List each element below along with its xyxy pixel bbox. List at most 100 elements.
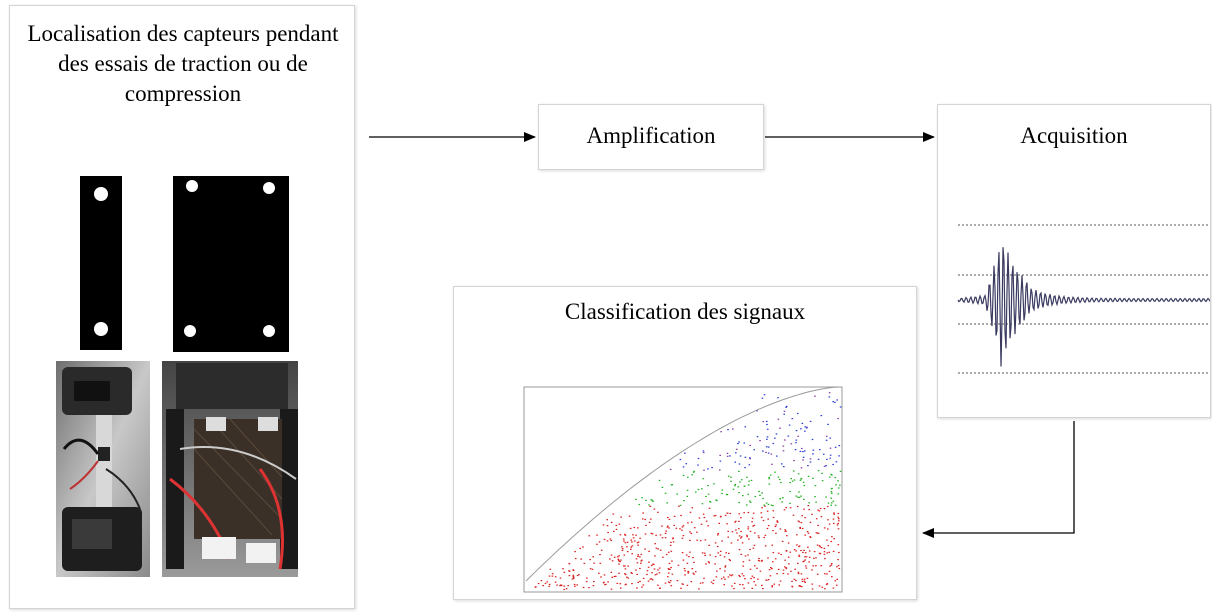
scatter-point bbox=[823, 553, 826, 555]
scatter-point bbox=[782, 572, 785, 574]
scatter-point bbox=[684, 570, 686, 572]
scatter-point bbox=[762, 421, 765, 423]
scatter-point bbox=[572, 576, 575, 578]
scatter-point bbox=[795, 550, 797, 552]
scatter-point bbox=[794, 449, 797, 451]
scatter-point bbox=[731, 574, 734, 576]
scatter-point bbox=[746, 476, 748, 478]
scatter-point bbox=[830, 497, 832, 499]
scatter-point bbox=[738, 492, 740, 494]
scatter-point bbox=[756, 410, 758, 412]
scatter-point bbox=[764, 505, 766, 507]
scatter-point bbox=[729, 559, 731, 562]
scatter-point bbox=[624, 542, 627, 544]
scatter-point bbox=[754, 532, 756, 534]
scatter-point bbox=[797, 573, 800, 575]
scatter-point bbox=[770, 504, 773, 506]
scatter-point bbox=[808, 550, 811, 552]
scatter-point bbox=[668, 581, 670, 583]
scatter-point bbox=[621, 548, 624, 550]
scatter-point bbox=[757, 559, 760, 562]
scatter-point bbox=[738, 513, 741, 515]
scatter-point bbox=[764, 534, 767, 536]
scatter-point bbox=[824, 573, 826, 575]
scatter-point bbox=[559, 577, 562, 579]
scatter-point bbox=[655, 547, 658, 549]
scatter-point bbox=[737, 486, 740, 488]
scatter-point bbox=[714, 563, 716, 565]
scatter-point bbox=[705, 495, 707, 498]
scatter-point bbox=[727, 530, 729, 532]
scatter-point bbox=[707, 525, 709, 527]
scatter-point bbox=[582, 546, 584, 548]
scatter-point bbox=[712, 582, 714, 585]
scatter-point bbox=[578, 574, 580, 576]
scatter-point bbox=[834, 477, 837, 479]
scatter-point bbox=[640, 553, 643, 555]
scatter-point bbox=[819, 546, 821, 548]
scatter-point bbox=[635, 569, 637, 571]
scatter-point bbox=[838, 518, 840, 520]
scatter-point bbox=[657, 584, 659, 586]
scatter-point bbox=[635, 498, 637, 500]
scatter-point bbox=[747, 528, 749, 530]
scatter-point bbox=[747, 511, 750, 514]
scatter-point bbox=[816, 544, 819, 546]
scatter-point bbox=[830, 540, 833, 543]
scatter-point bbox=[758, 537, 760, 539]
scatter-point bbox=[630, 548, 632, 550]
scatter-point bbox=[624, 573, 626, 575]
scatter-point bbox=[834, 401, 836, 403]
scatter-point bbox=[794, 568, 796, 570]
scatter-point bbox=[708, 562, 710, 564]
scatter-point bbox=[815, 565, 817, 567]
scatter-point bbox=[749, 457, 751, 459]
scatter-point bbox=[826, 583, 829, 585]
scatter-point bbox=[804, 430, 806, 432]
scatter-point bbox=[825, 435, 828, 437]
scatter-point bbox=[789, 507, 792, 509]
scatter-point bbox=[673, 515, 676, 517]
scatter-point bbox=[765, 446, 768, 448]
scatter-point bbox=[750, 577, 752, 580]
scatter-point bbox=[644, 533, 647, 535]
scatter-point bbox=[790, 570, 792, 572]
classification-box: Classification des signaux bbox=[453, 286, 917, 600]
scatter-point bbox=[717, 533, 719, 535]
scatter-point bbox=[669, 468, 672, 470]
scatter-point bbox=[774, 471, 776, 473]
scatter-point bbox=[801, 422, 804, 424]
scatter-point bbox=[838, 455, 840, 457]
scatter-point bbox=[771, 585, 774, 587]
scatter-point bbox=[749, 501, 752, 503]
scatter-point bbox=[562, 568, 564, 570]
scatter-point bbox=[580, 558, 582, 560]
scatter-point bbox=[814, 496, 816, 498]
scatter-point bbox=[816, 532, 819, 534]
scatter-point bbox=[802, 451, 804, 453]
scatter-point bbox=[610, 571, 613, 573]
scatter-point bbox=[616, 556, 619, 558]
scatter-point bbox=[619, 561, 621, 563]
scatter-point bbox=[789, 551, 792, 553]
scatter-point bbox=[600, 549, 603, 551]
sensor-dot bbox=[94, 187, 108, 201]
scatter-point bbox=[679, 504, 682, 506]
scatter-point bbox=[785, 568, 788, 570]
scatter-point bbox=[655, 534, 657, 536]
scatter-point bbox=[738, 501, 740, 504]
scatter-point bbox=[696, 539, 698, 541]
scatter-point bbox=[729, 455, 731, 457]
scatter-point bbox=[715, 499, 717, 501]
scatter-point bbox=[648, 550, 650, 552]
scatter-point bbox=[831, 536, 833, 538]
scatter-point bbox=[756, 436, 759, 438]
scatter-point bbox=[599, 562, 602, 564]
scatter-point bbox=[836, 566, 838, 568]
scatter-point bbox=[630, 572, 632, 574]
scatter-point bbox=[783, 466, 785, 468]
scatter-point bbox=[707, 468, 709, 470]
scatter-point bbox=[751, 587, 754, 589]
scatter-point bbox=[737, 443, 739, 445]
scatter-point bbox=[831, 502, 833, 504]
